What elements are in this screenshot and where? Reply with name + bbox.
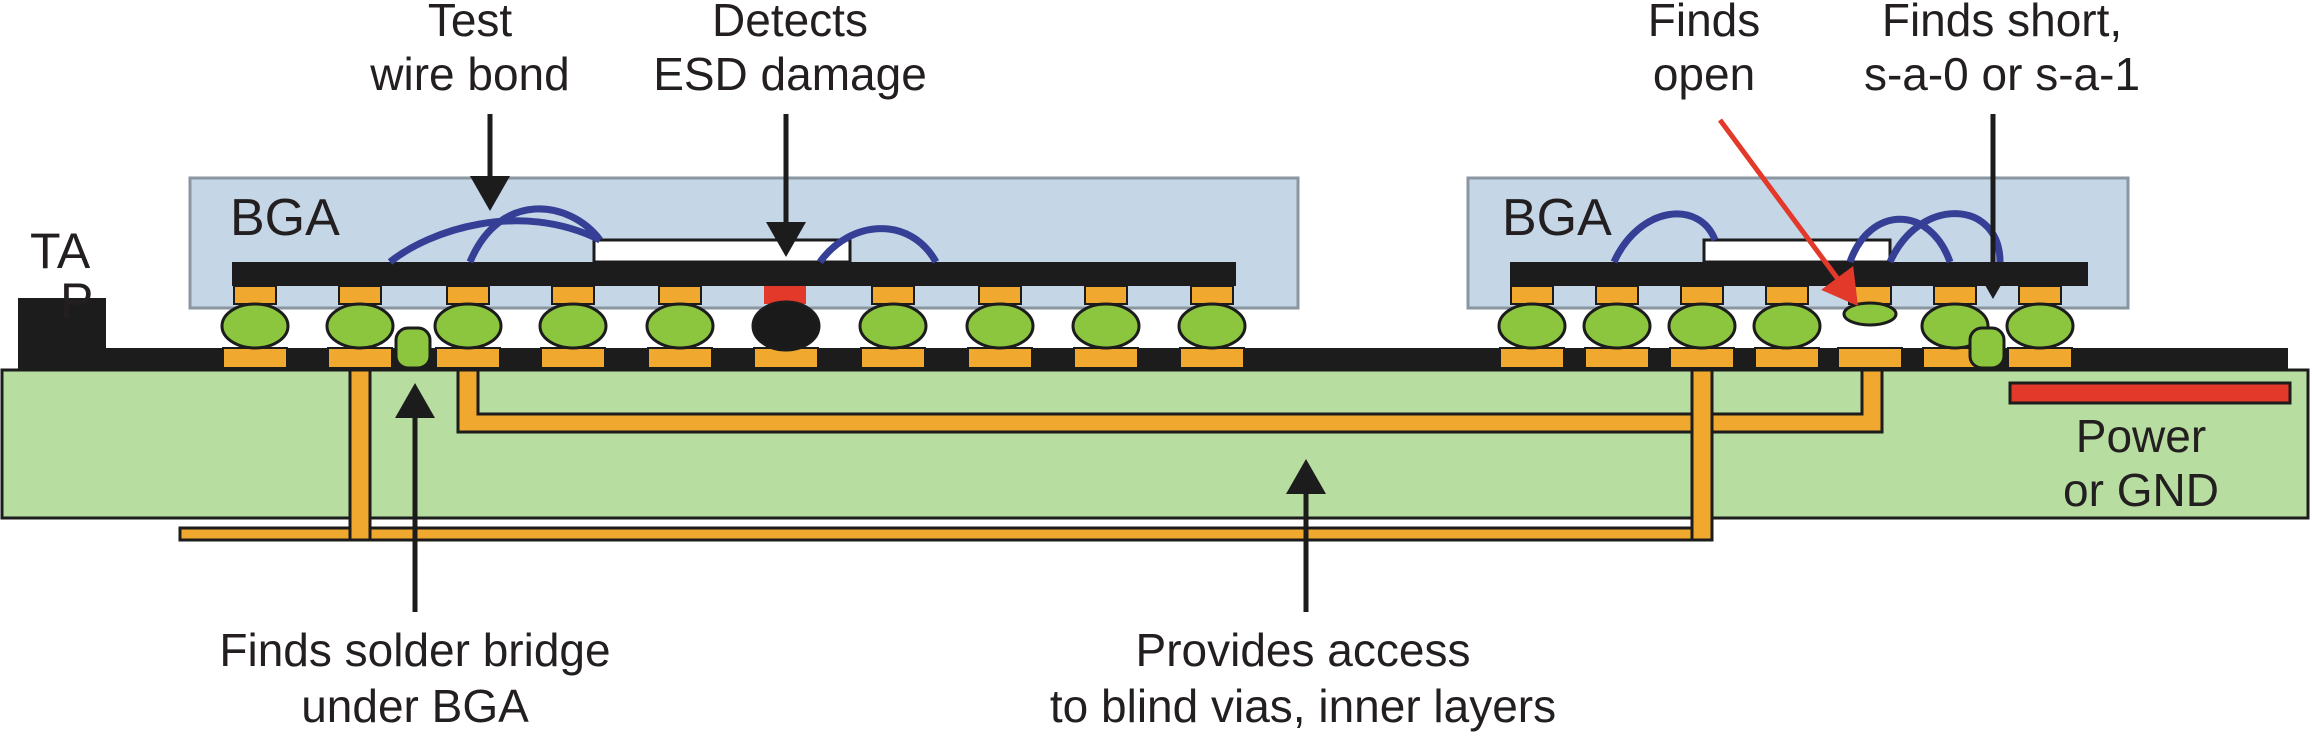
inner-layer-traces (178, 368, 1884, 542)
solder-ball (858, 302, 928, 350)
label-bridge-line2: under BGA (301, 680, 529, 732)
board-pad (1669, 347, 1735, 369)
label-power-line2: or GND (2063, 464, 2219, 516)
open-solder-ball (1842, 301, 1898, 327)
label-open-line2: open (1653, 48, 1755, 100)
board-pad (860, 347, 926, 369)
solder-bridge-right (1968, 326, 2006, 370)
solder-ball (1071, 302, 1141, 350)
board-pad (222, 347, 288, 369)
top-pad (1933, 285, 1977, 305)
solder-ball (1177, 302, 1247, 350)
ta-label: TA (30, 223, 91, 279)
solder-ball (433, 302, 503, 350)
top-pad (1595, 285, 1639, 305)
board-pad (967, 347, 1033, 369)
callout-arrows (395, 114, 2013, 612)
top-pad (1510, 285, 1554, 305)
solder-ball (1582, 302, 1652, 350)
top-pad (446, 285, 490, 305)
label-test-line2: wire bond (369, 48, 569, 100)
board-pad (327, 347, 393, 369)
board-pad (1499, 347, 1565, 369)
wire-bonds-right (1610, 210, 2004, 264)
board-pad (435, 347, 501, 369)
connector-block (18, 298, 106, 370)
top-pad (233, 285, 277, 305)
top-pad (871, 285, 915, 305)
die-left (592, 238, 852, 264)
top-pad (658, 285, 702, 305)
die-right (1702, 238, 1892, 264)
bga-substrate-left (232, 262, 1236, 286)
top-pad (338, 285, 382, 305)
top-pad (2018, 285, 2062, 305)
top-pad (1680, 285, 1724, 305)
solder-ball (538, 302, 608, 350)
board-pad (647, 347, 713, 369)
label-short-line2: s-a-0 or s-a-1 (1864, 48, 2140, 100)
board-pad (1584, 347, 1650, 369)
bga-right-label: BGA (1502, 189, 1612, 247)
label-vias-line2: to blind vias, inner layers (1050, 680, 1556, 732)
top-pad (1765, 285, 1809, 305)
label-open-line1: Finds (1648, 0, 1760, 46)
label-vias-line1: Provides access (1136, 624, 1471, 676)
arrow-open (1717, 118, 1858, 307)
ta-label-clipped: P (60, 273, 93, 329)
top-pad (1084, 285, 1128, 305)
solder-ball (1667, 302, 1737, 350)
board-pad (1179, 347, 1245, 369)
pcb-board (0, 368, 2310, 520)
solder-ball (965, 302, 1035, 350)
wire-bonds-left (387, 205, 940, 265)
bga-left-label: BGA (230, 189, 340, 247)
board-pad (1073, 347, 1139, 369)
label-bridge-line1: Finds solder bridge (219, 624, 610, 676)
top-pad (1190, 285, 1234, 305)
solder-ball (325, 302, 395, 350)
label-esd-line2: ESD damage (653, 48, 927, 100)
board-pad (1837, 347, 1903, 369)
board-pad (2007, 347, 2073, 369)
solder-bridge-left (394, 326, 432, 370)
top-pad (978, 285, 1022, 305)
solder-ball (2005, 302, 2075, 350)
label-test-line1: Test (428, 0, 513, 46)
bga-substrate-right (1510, 262, 2088, 286)
solder-ball (1752, 302, 1822, 350)
solder-ball (645, 302, 715, 350)
power-gnd-plane (2008, 381, 2292, 405)
solder-balls (220, 285, 2075, 370)
solder-ball (220, 302, 290, 350)
label-short-line1: Finds short, (1882, 0, 2122, 46)
board-pad (1754, 347, 1820, 369)
surface-pad-a (2212, 348, 2246, 370)
label-power-line1: Power (2076, 410, 2206, 462)
label-esd-line1: Detects (712, 0, 868, 46)
damage-marker (764, 286, 806, 304)
solder-ball (1497, 302, 1567, 350)
damaged-solder-ball (751, 300, 821, 352)
top-pad (551, 285, 595, 305)
board-pad (540, 347, 606, 369)
